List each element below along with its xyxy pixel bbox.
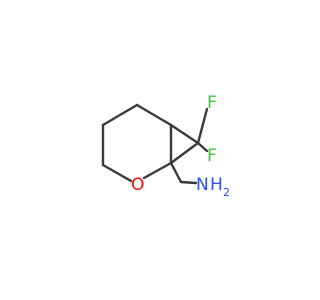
bond-ring-c3-o — [101, 163, 133, 183]
bond-ring-c1-c2 — [101, 103, 139, 127]
nitrogen-atom: N — [196, 175, 209, 195]
bond-c5-ch2 — [169, 161, 183, 184]
amine-hydrogen: H — [210, 175, 223, 195]
oxygen-atom: O — [131, 175, 144, 195]
bond-ring-c1-c6 — [135, 103, 173, 127]
fluorine-atom-bottom: F — [207, 146, 217, 166]
bond-ring-o-c5 — [142, 161, 173, 180]
amine-hydrogen-count: 2 — [223, 186, 230, 199]
bond-cyclopropane-c5-c7 — [169, 141, 200, 165]
fluorine-atom-top: F — [207, 93, 217, 113]
bond-c7-f-top — [196, 107, 209, 145]
bond-ch2-n — [179, 180, 198, 185]
bond-c7-f-bottom — [196, 141, 209, 153]
bond-cyclopropane-c6-c7 — [169, 123, 200, 145]
molecule-diagram: F F O N H 2 — [101, 93, 230, 199]
